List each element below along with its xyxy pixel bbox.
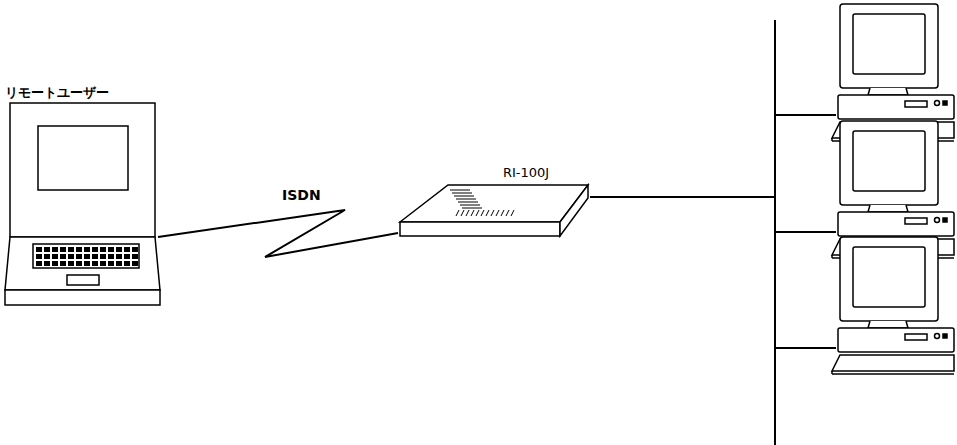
outline-part bbox=[471, 210, 474, 216]
outline-part bbox=[76, 261, 82, 266]
outline-part bbox=[124, 247, 130, 252]
outline-part bbox=[84, 254, 90, 259]
outline-part bbox=[44, 254, 50, 259]
outline-part bbox=[92, 247, 98, 252]
outline-part bbox=[466, 210, 469, 216]
outline-part bbox=[68, 254, 74, 259]
outline-part bbox=[452, 193, 472, 194]
outline-part bbox=[52, 254, 58, 259]
pc-wire bbox=[775, 114, 836, 116]
outline-part bbox=[52, 247, 58, 252]
outline-part bbox=[460, 205, 480, 206]
outline-part bbox=[456, 210, 459, 216]
outline-part bbox=[116, 247, 122, 252]
outline-part bbox=[60, 254, 66, 259]
outline-part bbox=[5, 237, 160, 290]
outline-part bbox=[481, 210, 484, 216]
outline bbox=[400, 185, 588, 236]
outline-part bbox=[462, 208, 482, 209]
outline-part bbox=[76, 247, 82, 252]
outline-part bbox=[52, 261, 58, 266]
outline-part bbox=[67, 275, 99, 285]
outline-part bbox=[511, 210, 514, 216]
outline-part bbox=[38, 126, 128, 190]
outline-part bbox=[491, 210, 494, 216]
outline-part bbox=[60, 247, 66, 252]
outline-part bbox=[100, 247, 106, 252]
router-lan-wire bbox=[590, 196, 775, 198]
outline-part bbox=[60, 261, 66, 266]
outline-part bbox=[33, 244, 139, 268]
outline-part bbox=[5, 290, 160, 305]
outline-part bbox=[100, 254, 106, 259]
outline-part bbox=[108, 254, 114, 259]
desktop-pcs bbox=[832, 4, 954, 374]
desktop-pc bbox=[832, 237, 954, 374]
outline-part bbox=[10, 103, 155, 237]
outline-part bbox=[36, 247, 42, 252]
outline-part bbox=[124, 254, 130, 259]
outline-part bbox=[84, 247, 90, 252]
outline-part bbox=[100, 261, 106, 266]
outline-part bbox=[92, 261, 98, 266]
outline-part bbox=[132, 261, 138, 266]
outline-part bbox=[461, 210, 464, 216]
outline bbox=[5, 103, 160, 305]
outline-part bbox=[108, 261, 114, 266]
link-label: ISDN bbox=[280, 187, 323, 203]
outline-part bbox=[400, 185, 588, 222]
outline-part bbox=[44, 261, 50, 266]
pc-wire bbox=[775, 347, 836, 349]
outline-part bbox=[486, 210, 489, 216]
outline-part bbox=[68, 247, 74, 252]
outline-part bbox=[496, 210, 499, 216]
outline-part bbox=[84, 261, 90, 266]
outline-part bbox=[108, 247, 114, 252]
outline-part bbox=[454, 196, 474, 197]
isdn-link bbox=[158, 210, 398, 257]
outline-part bbox=[476, 210, 479, 216]
remote-laptop: リモートユーザー bbox=[3, 80, 158, 308]
pc-wire bbox=[775, 231, 836, 233]
outline-part bbox=[501, 210, 504, 216]
outline-part bbox=[116, 254, 122, 259]
router-drawing bbox=[398, 160, 590, 240]
outline-part bbox=[132, 254, 138, 259]
router-device: RI-100J bbox=[398, 160, 590, 240]
outline-part bbox=[68, 261, 74, 266]
outline-part bbox=[458, 202, 478, 203]
outline-part bbox=[132, 247, 138, 252]
outline-part bbox=[36, 254, 42, 259]
outline-part bbox=[92, 254, 98, 259]
outline-part bbox=[116, 261, 122, 266]
outline-part bbox=[506, 210, 509, 216]
outline-part bbox=[36, 261, 42, 266]
outline-part bbox=[124, 261, 130, 266]
lan-bus bbox=[590, 20, 836, 445]
outline-part bbox=[400, 222, 560, 236]
device-label: RI-100J bbox=[503, 165, 549, 180]
outline-part bbox=[76, 254, 82, 259]
outline-part bbox=[560, 185, 588, 236]
outline-part bbox=[44, 247, 50, 252]
device-label: リモートユーザー bbox=[5, 84, 109, 102]
laptop-drawing bbox=[3, 80, 158, 308]
outline-part bbox=[456, 199, 476, 200]
outline-part bbox=[450, 190, 470, 191]
